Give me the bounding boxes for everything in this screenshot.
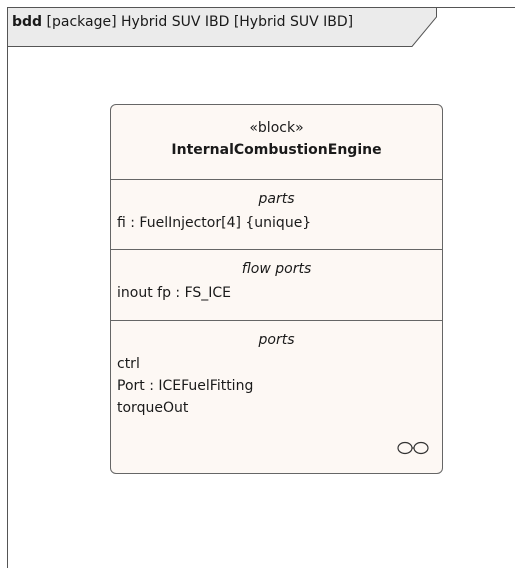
compartment-title: flow ports: [241, 261, 312, 277]
port-item[interactable]: ctrl: [117, 356, 140, 372]
compartment-ports: ports ctrl Port : ICEFuelFitting torqueO…: [111, 321, 442, 473]
frame-header-text: [package] Hybrid SUV IBD [Hybrid SUV IBD…: [46, 14, 354, 30]
frame-kind: bdd: [12, 14, 43, 30]
compartment-flow-ports: flow ports inout fp : FS_ICE: [111, 250, 442, 321]
port-item[interactable]: torqueOut: [117, 400, 189, 416]
frame-tab: [7, 7, 437, 47]
port-item[interactable]: Port : ICEFuelFitting: [117, 378, 254, 394]
frame-title: bdd [package] Hybrid SUV IBD [Hybrid SUV…: [12, 14, 353, 30]
part-item[interactable]: fi : FuelInjector[4] {unique}: [117, 215, 312, 231]
linked-circles-icon: [397, 441, 429, 455]
compartment-title: ports: [258, 332, 295, 348]
flow-port-item[interactable]: inout fp : FS_ICE: [117, 285, 232, 301]
compartment-title: parts: [258, 191, 295, 207]
compartment-parts: parts fi : FuelInjector[4] {unique}: [111, 180, 442, 250]
block-header: «block» InternalCombustionEngine: [111, 105, 442, 180]
block-name: InternalCombustionEngine: [171, 142, 382, 158]
block-stereotype: «block»: [249, 120, 304, 136]
block-internal-combustion-engine[interactable]: «block» InternalCombustionEngine parts f…: [110, 104, 443, 474]
